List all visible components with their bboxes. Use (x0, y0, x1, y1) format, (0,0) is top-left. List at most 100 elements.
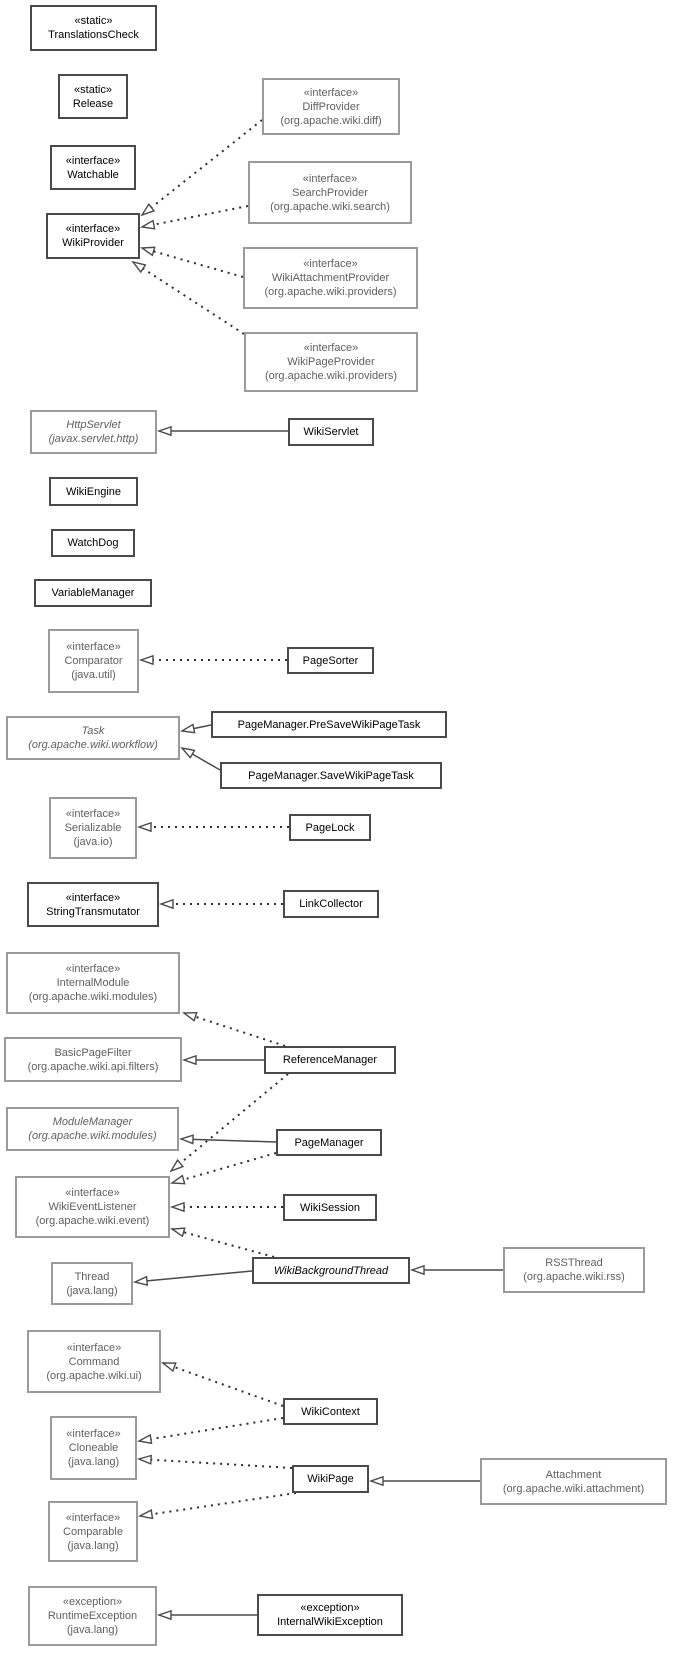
class-box-watchable[interactable]: «interface»Watchable (50, 145, 136, 190)
class-box-wiki-servlet[interactable]: WikiServlet (288, 418, 374, 446)
class-box-thread[interactable]: Thread(java.lang) (51, 1262, 133, 1305)
class-name-label: PageSorter (302, 654, 359, 667)
class-box-serializable[interactable]: «interface» Serializable (java.io) (49, 797, 137, 859)
class-name-label: SearchProvider (292, 186, 368, 199)
class-box-page-manager[interactable]: PageManager (276, 1129, 382, 1156)
class-name-label: PageManager.PreSaveWikiPageTask (237, 718, 421, 731)
class-name-label: WatchDog (67, 537, 119, 549)
class-box-command[interactable]: «interface»Command(org.apache.wiki.ui) (27, 1330, 161, 1393)
class-box-wiki-context[interactable]: WikiContext (283, 1398, 378, 1425)
package-label: (org.apache.wiki.event) (35, 1215, 150, 1227)
class-name-label: WikiAttachmentProvider (271, 272, 390, 284)
class-box-link-collector[interactable]: LinkCollector (283, 890, 379, 918)
package-label: (org.apache.wiki.modules) (28, 991, 158, 1003)
class-name-label: WikiSession (300, 1201, 360, 1214)
class-name-label: InternalModule (56, 977, 130, 989)
class-name-label: Serializable (64, 822, 122, 834)
edge-reference-manager-to-internal-module (184, 1013, 286, 1047)
edge-diff-provider-to-wiki-provider (142, 119, 263, 215)
class-box-runtime-exception[interactable]: «exception»RuntimeException(java.lang) (28, 1586, 157, 1646)
edge-save-wiki-page-task-to-task (182, 748, 221, 771)
class-name-label: WikiEventListener (48, 1201, 137, 1213)
class-box-wiki-session[interactable]: WikiSession (283, 1194, 377, 1221)
class-box-internal-wiki-exception[interactable]: «exception»InternalWikiException (257, 1594, 403, 1636)
package-label: (java.lang) (66, 1624, 119, 1636)
class-name-label: PageManager (294, 1136, 364, 1149)
class-name-label: PageManager.SaveWikiPageTask (248, 769, 414, 782)
stereotype-label: «static» (74, 15, 113, 27)
class-name-label: WikiEngine (65, 485, 122, 498)
package-label: (org.apache.wiki.providers) (264, 370, 398, 382)
stereotype-label: «interface» (303, 258, 358, 270)
stereotype-label: «interface» (66, 641, 121, 653)
class-name-label: Watchable (67, 168, 119, 181)
class-box-watch-dog[interactable]: WatchDog (51, 529, 135, 557)
class-name-label: WikiContext (301, 1405, 360, 1418)
class-name-label: Attachment (545, 1468, 602, 1481)
package-label: (org.apache.wiki.rss) (523, 1271, 625, 1283)
class-name-label: RSSThread (545, 1257, 603, 1269)
package-label: (org.apache.wiki.providers) (264, 286, 397, 298)
class-box-wiki-attachment-provider[interactable]: «interface» WikiAttachmentProvider (org.ap… (243, 247, 418, 309)
edge-reference-manager-to-wiki-event-listener (171, 1073, 289, 1171)
stereotype-label: «interface» (65, 1511, 121, 1524)
class-name-label: InternalWikiException (277, 1616, 383, 1628)
package-label: (org.apache.wiki.ui) (46, 1369, 142, 1382)
class-box-wiki-background-thread[interactable]: WikiBackgroundThread (252, 1257, 410, 1284)
package-label: (java.io) (73, 836, 113, 848)
class-box-translations-check[interactable]: «static»TranslationsCheck (30, 5, 157, 51)
class-box-basic-page-filter[interactable]: BasicPageFilter(org.apache.wiki.api.filt… (4, 1037, 182, 1082)
class-name-label: Command (68, 1355, 120, 1368)
class-box-pre-save-wiki-page-task[interactable]: PageManager.PreSaveWikiPageTask (211, 711, 447, 738)
class-box-page-sorter[interactable]: PageSorter (287, 647, 374, 674)
class-box-internal-module[interactable]: «interface»InternalModule(org.apache.wik… (6, 952, 180, 1014)
edge-pre-save-wiki-page-task-to-task (182, 725, 212, 731)
class-name-label: Thread (74, 1270, 110, 1283)
class-box-page-lock[interactable]: PageLock (289, 814, 371, 841)
stereotype-label: «interface» (65, 808, 121, 820)
class-box-search-provider[interactable]: «interface»SearchProvider(org.apache.wik… (248, 161, 412, 224)
class-box-reference-manager[interactable]: ReferenceManager (264, 1046, 396, 1074)
class-box-task[interactable]: Task(org.apache.wiki.workflow) (6, 716, 180, 760)
class-box-variable-manager[interactable]: VariableManager (34, 579, 152, 607)
edge-page-manager-to-wiki-event-listener (172, 1152, 277, 1183)
class-box-comparable[interactable]: «interface»Comparable(java.lang) (48, 1501, 138, 1562)
class-box-string-transmutator[interactable]: «interface»StringTransmutator (27, 882, 159, 927)
class-box-module-manager[interactable]: ModuleManager (org.apache.wiki.modules) (6, 1107, 179, 1151)
stereotype-label: «interface» (66, 1341, 122, 1354)
class-box-wiki-event-listener[interactable]: «interface»WikiEventListener(org.apache.… (15, 1176, 170, 1238)
class-box-comparator[interactable]: «interface»Comparator(java.util) (48, 629, 139, 693)
edge-wiki-background-thread-to-wiki-event-listener (172, 1229, 275, 1258)
package-label: (org.apache.wiki.api.filters) (27, 1060, 159, 1073)
class-name-label: WikiPage (307, 1473, 354, 1485)
stereotype-label: «interface» (303, 86, 359, 99)
edge-page-manager-to-module-manager (181, 1139, 277, 1142)
class-name-label: Comparator (64, 655, 123, 667)
class-box-wiki-engine[interactable]: WikiEngine (49, 477, 138, 506)
class-box-wiki-page-provider[interactable]: «interface»WikiPageProvider(org.apache.w… (244, 332, 418, 392)
class-box-rss-thread[interactable]: RSSThread (org.apache.wiki.rss) (503, 1247, 645, 1293)
stereotype-label: «interface» (65, 154, 121, 167)
class-name-label: StringTransmutator (46, 905, 140, 918)
class-name-label: ModuleManager (52, 1116, 133, 1128)
class-box-release[interactable]: «static»Release (58, 74, 128, 119)
class-box-save-wiki-page-task[interactable]: PageManager.SaveWikiPageTask (220, 762, 442, 789)
stereotype-label: «interface» (65, 891, 121, 904)
class-box-attachment[interactable]: Attachment(org.apache.wiki.attachment) (480, 1458, 667, 1505)
class-box-diff-provider[interactable]: «interface»DiffProvider(org.apache.wiki.… (262, 78, 400, 135)
class-name-label: PageLock (305, 821, 355, 834)
class-box-wiki-page[interactable]: WikiPage (292, 1465, 369, 1493)
class-box-http-servlet[interactable]: HttpServlet(javax.servlet.http) (30, 410, 157, 454)
edge-wiki-page-to-comparable (140, 1492, 297, 1516)
class-name-label: RuntimeException (47, 1610, 138, 1622)
class-name-label: HttpServlet (66, 419, 121, 431)
edge-wiki-page-provider-to-wiki-provider (133, 262, 245, 335)
class-box-wiki-provider[interactable]: «interface»WikiProvider (46, 213, 140, 259)
class-box-cloneable[interactable]: «interface»Cloneable(java.lang) (50, 1416, 137, 1480)
class-name-label: Task (81, 725, 105, 737)
edge-wiki-background-thread-to-thread (135, 1270, 253, 1282)
package-label: (org.apache.wiki.modules) (28, 1130, 157, 1142)
package-label: (org.apache.wiki.attachment) (502, 1482, 645, 1495)
